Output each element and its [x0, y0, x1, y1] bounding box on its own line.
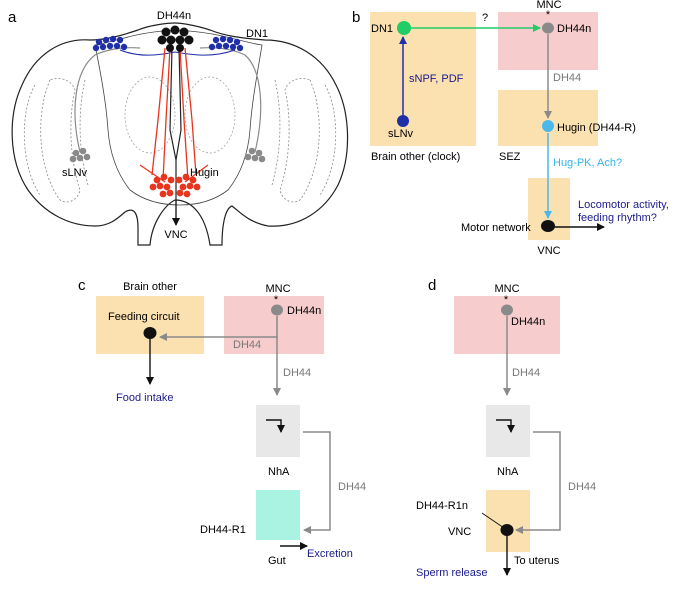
- label-gut: Gut: [268, 555, 286, 567]
- slnv-projection-right: [199, 47, 262, 153]
- optic-lobe-left-outer: [23, 84, 41, 196]
- panel-c-letter: c: [78, 277, 86, 294]
- label-vnc-d: VNC: [448, 526, 471, 538]
- dn1-projection: [119, 49, 236, 56]
- panel-c: c Brain other MNC * Feeding circuit DH44…: [78, 277, 366, 567]
- protocerebrum-outline: [94, 29, 263, 206]
- label-vnc-a: VNC: [164, 229, 187, 241]
- label-vnc-b: VNC: [537, 245, 560, 257]
- slnv-projection-left: [74, 47, 141, 153]
- feeding-circuit-node: [143, 327, 157, 339]
- label-dh44-horizontal-c: DH44: [233, 339, 261, 351]
- nha-box-c: [256, 405, 300, 457]
- dn1-cluster-left: [92, 35, 128, 52]
- arrow-nha-to-vnc: [515, 431, 561, 534]
- panel-a-letter: a: [8, 9, 17, 26]
- central-structure-right: [184, 76, 236, 154]
- optic-lobe-left-mid: [40, 78, 81, 203]
- label-locomotor-line1: Locomotor activity,: [578, 199, 669, 211]
- label-feeding-circuit: Feeding circuit: [108, 311, 180, 323]
- nha-step-symbol-c: [266, 419, 285, 433]
- label-brain-other-clock: Brain other (clock): [371, 151, 460, 163]
- label-dh44n-b: DH44n: [557, 23, 591, 35]
- label-slnv: sLNv: [62, 167, 88, 179]
- label-mnc-c: MNC: [265, 283, 290, 295]
- label-nha-c: NhA: [268, 466, 290, 478]
- panel-b: b MNC * DN1 ? DH44n sNPF, PDF DH44 sLNv …: [352, 0, 669, 257]
- label-motor-network: Motor network: [461, 222, 531, 234]
- star-c: *: [274, 294, 279, 306]
- panel-a: a: [8, 9, 349, 246]
- label-hugin-b: Hugin (DH44-R): [557, 122, 636, 134]
- label-excretion: Excretion: [307, 548, 353, 560]
- label-dh44-side-d: DH44: [568, 481, 596, 493]
- dh44n-node-d: [501, 304, 513, 316]
- central-structure-left: [124, 76, 176, 154]
- dn1-node: [397, 21, 411, 35]
- optic-lobe-right-inner: [271, 79, 281, 186]
- dh44n-node-b: [542, 22, 554, 34]
- brain-other-box: [370, 12, 476, 146]
- gut-box: [256, 490, 300, 540]
- label-mnc-b: MNC: [536, 0, 561, 11]
- label-dh44n: DH44n: [157, 10, 191, 22]
- label-dn1-b: DN1: [371, 23, 393, 35]
- label-mnc-d: MNC: [494, 283, 519, 295]
- label-sperm-release: Sperm release: [416, 567, 488, 579]
- label-dn1: DN1: [246, 28, 268, 40]
- label-food-intake: Food intake: [116, 392, 173, 404]
- label-dh44-side-c: DH44: [338, 481, 366, 493]
- dh44-neurites: [139, 47, 209, 183]
- star-d: *: [504, 294, 509, 306]
- hugin-cluster: [149, 173, 201, 198]
- label-hugin: Hugin: [190, 167, 219, 179]
- label-snpf-pdf: sNPF, PDF: [409, 73, 464, 85]
- dh44r1n-pointer: [481, 512, 505, 529]
- star-b: *: [546, 9, 551, 21]
- slnv-node: [397, 115, 409, 127]
- vnc-box-d: [486, 490, 530, 552]
- label-locomotor-line2: feeding rhythm?: [578, 212, 657, 224]
- dh44n-node-c: [271, 304, 283, 316]
- motor-network-node: [541, 220, 555, 232]
- label-dh44-b: DH44: [553, 72, 581, 84]
- label-hugpk: Hug-PK, Ach?: [553, 157, 622, 169]
- panel-d-letter: d: [428, 277, 436, 294]
- optic-lobe-right-outer: [319, 84, 337, 196]
- panel-b-letter: b: [352, 9, 360, 26]
- arrow-nha-to-gut: [303, 431, 331, 534]
- nha-step-symbol-d: [496, 419, 515, 433]
- label-dh44n-d: DH44n: [511, 316, 545, 328]
- slnv-cluster-right: [244, 147, 266, 163]
- hugin-node: [542, 120, 554, 132]
- label-brain-other-c: Brain other: [123, 281, 177, 293]
- label-nha-d: NhA: [497, 466, 519, 478]
- label-slnv-b: sLNv: [388, 128, 414, 140]
- dh44r1n-node: [500, 524, 514, 536]
- label-dh44-down-d: DH44: [512, 367, 540, 379]
- dh44n-cluster: [157, 25, 194, 52]
- vnc-descending-trunk-2: [175, 47, 182, 161]
- panel-d: d MNC * DH44n DH44 NhA DH44 DH44-R1n VNC…: [416, 277, 596, 579]
- label-dh44-down-c: DH44: [283, 367, 311, 379]
- dn1-cluster-right: [208, 35, 244, 52]
- nha-box-d: [486, 405, 530, 457]
- optic-lobe-right-mid: [279, 78, 320, 203]
- label-dh44r1n: DH44-R1n: [416, 500, 468, 512]
- brain-outline: [11, 22, 349, 246]
- label-sez: SEZ: [499, 151, 521, 163]
- label-question: ?: [482, 12, 488, 24]
- label-dh44r1: DH44-R1: [200, 524, 246, 536]
- label-dh44n-c: DH44n: [287, 305, 321, 317]
- label-to-uterus: To uterus: [514, 555, 560, 567]
- slnv-cluster-left: [69, 147, 91, 163]
